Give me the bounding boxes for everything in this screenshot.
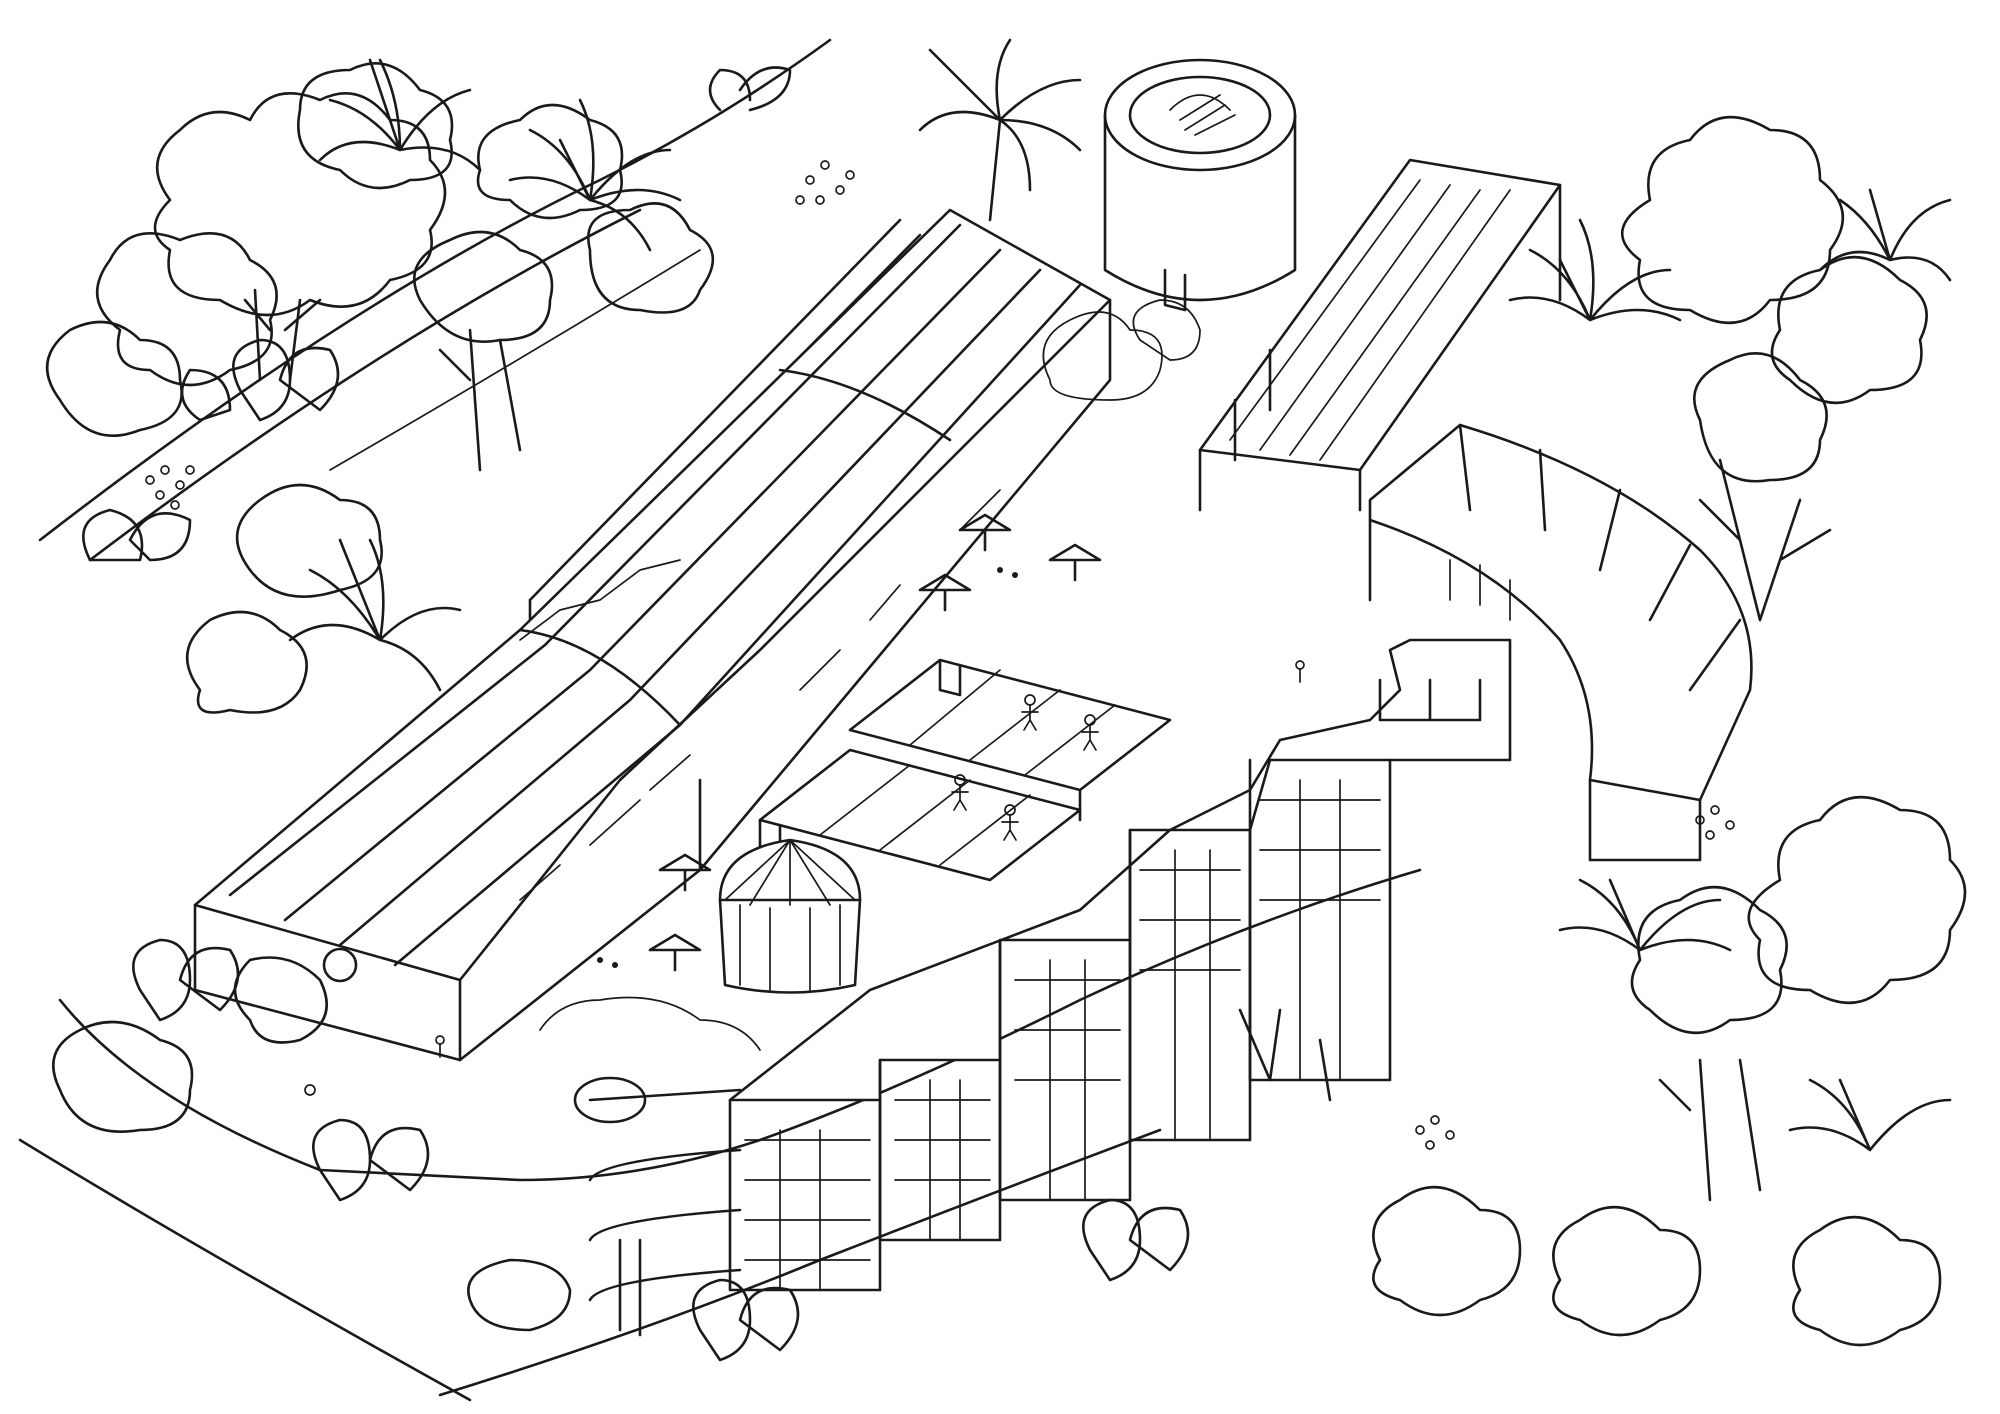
stepped-terraced-building [728,638,1512,1292]
trees-foreground-left [52,299,1201,1362]
cafe-umbrellas [597,513,1102,972]
trees-top-left [45,58,855,714]
round-tent [718,838,862,994]
access-road [18,38,1422,1402]
curved-building-right [1368,423,1753,862]
cylindrical-tower [1103,58,1297,312]
covered-stair-ramp-right [1198,158,1562,512]
people [304,660,1305,1096]
players [951,694,1099,841]
long-barrel-vault-hall [193,208,1112,1062]
spiral-ramp-tower [573,1076,742,1337]
sports-courts [758,658,1172,882]
trees-right [1238,115,1967,1347]
palms-top-center [708,38,1082,222]
